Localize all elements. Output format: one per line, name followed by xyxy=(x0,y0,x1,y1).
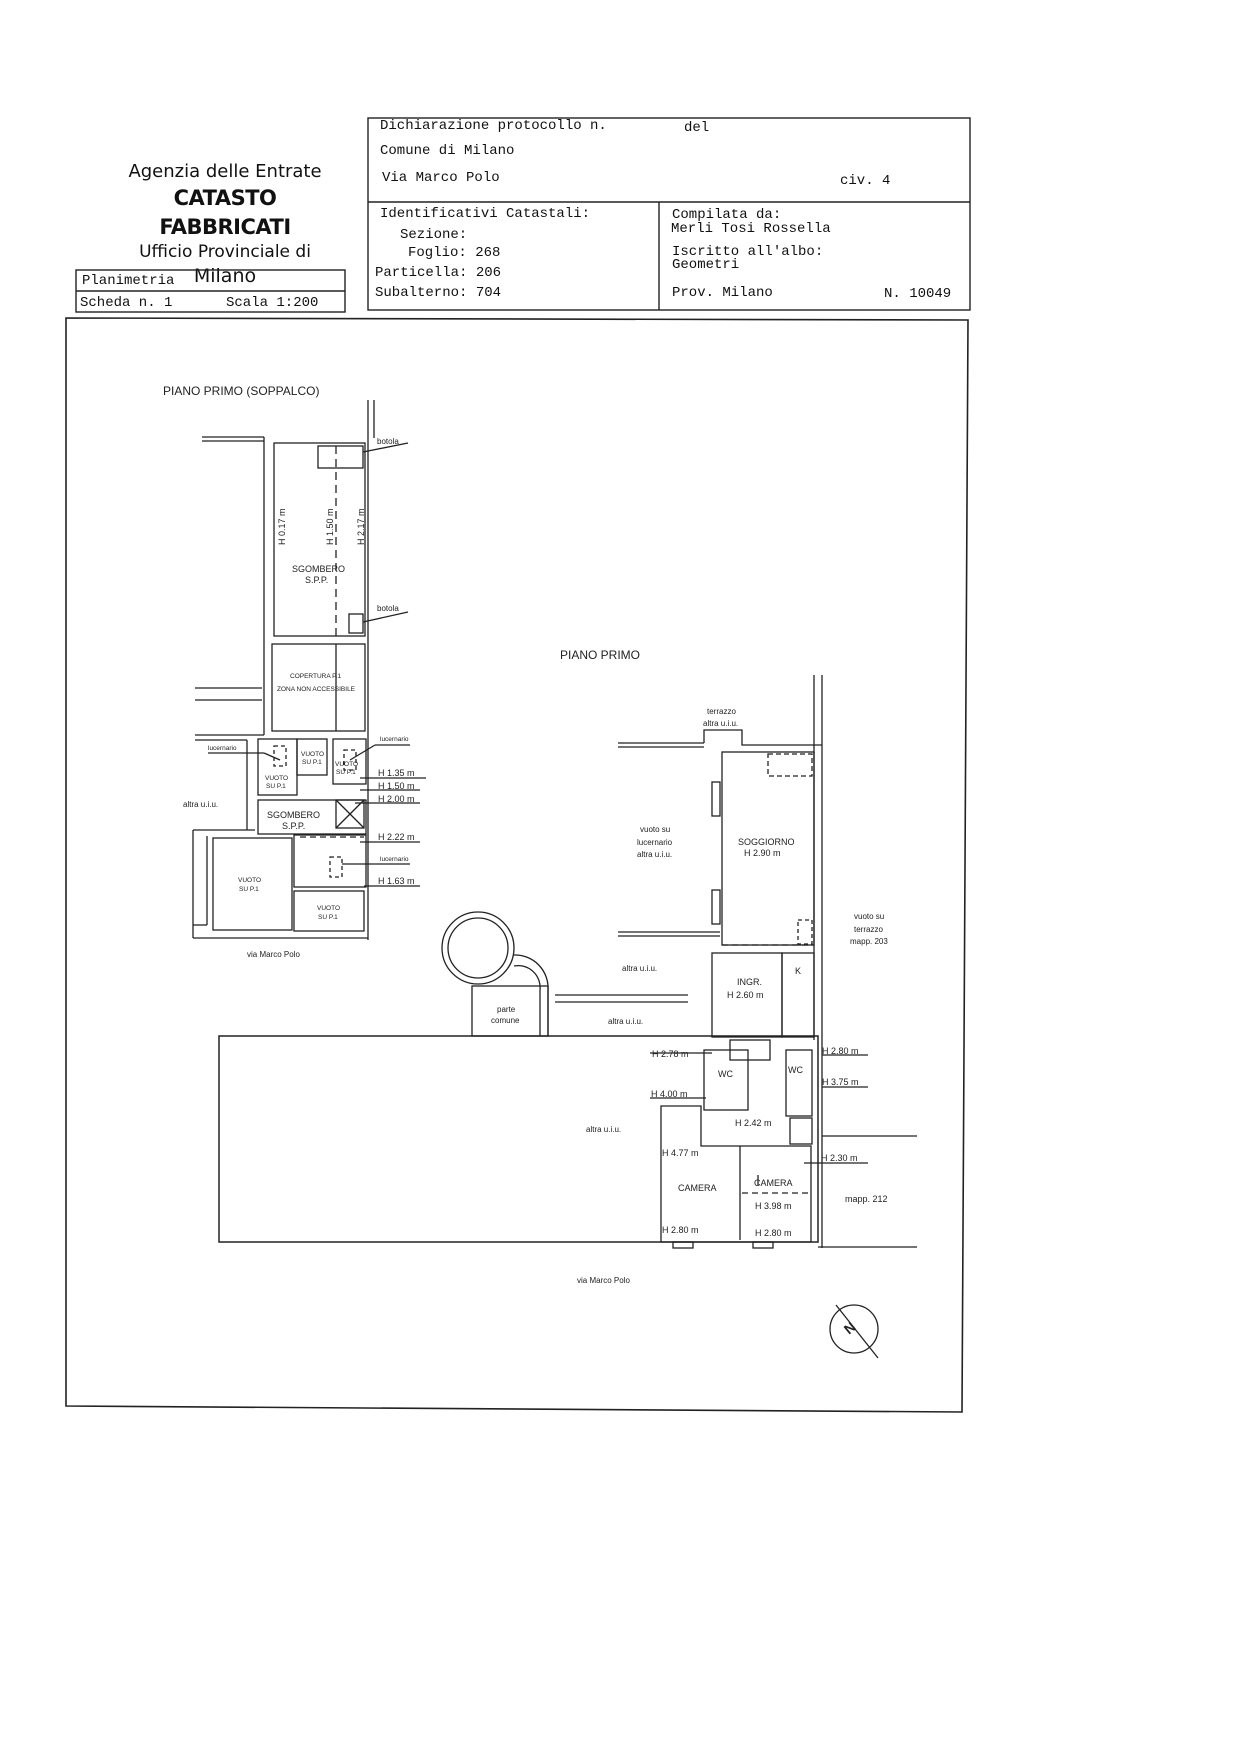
room-label: INGR. xyxy=(737,977,762,987)
height-label: H 2.80 m xyxy=(822,1046,859,1056)
label-lucernario: lucernario xyxy=(380,856,409,863)
scale: Scala 1:200 xyxy=(226,295,319,311)
sezione: Sezione: xyxy=(400,227,468,243)
room-label: S.P.P. xyxy=(282,821,305,831)
agency-name: Agenzia delle Entrate xyxy=(128,161,322,182)
room-label: VUOTO xyxy=(317,905,340,912)
room-label: CAMERA xyxy=(754,1178,793,1188)
area-label: vuoto su xyxy=(854,912,884,921)
province: Prov. Milano xyxy=(672,285,773,301)
area-label: mapp. 203 xyxy=(850,937,888,946)
room-label: SU P.1 xyxy=(336,769,356,776)
height-label: H 1.35 m xyxy=(378,768,415,778)
room-label: WC xyxy=(718,1069,733,1079)
area-label: altra u.i.u. xyxy=(703,719,738,728)
room-label: S.P.P. xyxy=(305,575,328,585)
height-label: H 3.98 m xyxy=(755,1201,792,1211)
room-label: ZONA NON ACCESSIBILE xyxy=(277,686,356,693)
comune: Comune di Milano xyxy=(380,143,515,159)
height-label: H 2.78 m xyxy=(652,1049,689,1059)
room-label: SGOMBERO xyxy=(267,810,320,820)
area-label: lucernario xyxy=(637,838,673,847)
mezzanine-plan xyxy=(192,400,426,940)
registration-number: N. 10049 xyxy=(884,286,952,302)
neighbor-label: altra u.i.u. xyxy=(608,1017,643,1026)
area-label: mapp. 212 xyxy=(845,1194,888,1204)
height-label: H 2.17 m xyxy=(356,508,366,545)
mezzanine-title: PIANO PRIMO (SOPPALCO) xyxy=(163,384,319,398)
room-label: COPERTURA P.1 xyxy=(290,673,341,680)
department-name: CATASTO FABBRICATI xyxy=(159,186,291,239)
height-label: H 1.50 m xyxy=(378,781,415,791)
compiled-by: Merli Tosi Rossella xyxy=(671,221,831,237)
label-lucernario: lucernario xyxy=(380,736,409,743)
room-label: VUOTO xyxy=(335,761,358,768)
height-label: H 2.90 m xyxy=(744,848,781,858)
particella: Particella: 206 xyxy=(375,265,502,281)
area-label: terrazzo xyxy=(707,707,736,716)
albo: Geometri xyxy=(672,257,740,273)
room-label: VUOTO xyxy=(265,775,288,782)
subalterno: Subalterno: 704 xyxy=(375,285,502,301)
neighbor-label: altra u.i.u. xyxy=(183,800,218,809)
height-label: H 2.30 m xyxy=(821,1153,858,1163)
room-label: SU P.1 xyxy=(318,914,338,921)
room-label: SGOMBERO xyxy=(292,564,345,574)
height-label: H 2.22 m xyxy=(378,832,415,842)
neighbor-label: altra u.i.u. xyxy=(586,1125,621,1134)
civic-number: civ. 4 xyxy=(840,173,891,189)
height-label: H 2.60 m xyxy=(727,990,764,1000)
declaration-date-label: del xyxy=(684,120,710,136)
area-label: comune xyxy=(491,1016,520,1025)
height-label: H 1.63 m xyxy=(378,876,415,886)
area-label: terrazzo xyxy=(854,925,883,934)
height-label: H 4.77 m xyxy=(662,1148,699,1158)
albo-label: Iscritto all'albo: xyxy=(672,244,824,260)
neighbor-label: altra u.i.u. xyxy=(622,964,657,973)
first-floor-plan xyxy=(218,675,917,1249)
height-label: H 0.17 m xyxy=(277,508,287,545)
height-label: H 2.00 m xyxy=(378,794,415,804)
street-label: via Marco Polo xyxy=(577,1276,630,1285)
room-label: K xyxy=(795,966,801,976)
room-label: SU P.1 xyxy=(266,783,286,790)
height-label: H 1.50 m xyxy=(325,508,335,545)
room-label: VUOTO xyxy=(301,751,324,758)
label-lucernario: lucernario xyxy=(208,745,237,752)
north-label: N xyxy=(841,1319,859,1338)
room-label: CAMERA xyxy=(678,1183,717,1193)
identifiers-title: Identificativi Catastali: xyxy=(380,206,591,222)
north-arrow-icon xyxy=(829,1304,879,1359)
doc-type: Planimetria xyxy=(82,273,175,289)
label-botola: botola xyxy=(377,437,399,446)
label-botola: botola xyxy=(377,604,399,613)
area-label: parte xyxy=(497,1005,516,1014)
foglio: Foglio: 268 xyxy=(408,245,501,261)
height-label: H 2.42 m xyxy=(735,1118,772,1128)
room-label: SOGGIORNO xyxy=(738,837,795,847)
street-label: via Marco Polo xyxy=(247,950,300,959)
height-label: H 4.00 m xyxy=(651,1089,688,1099)
area-label: altra u.i.u. xyxy=(637,850,672,859)
compiled-by-label: Compilata da: xyxy=(672,207,782,223)
room-label: WC xyxy=(788,1065,803,1075)
room-label: VUOTO xyxy=(238,877,261,884)
room-label: SU P.1 xyxy=(239,886,259,893)
room-label: SU P.1 xyxy=(302,759,322,766)
height-label: H 3.75 m xyxy=(822,1077,859,1087)
declaration-label: Dichiarazione protocollo n. xyxy=(380,118,607,134)
header-frames xyxy=(65,117,971,1413)
scheda-number: Scheda n. 1 xyxy=(80,295,173,311)
area-label: vuoto su xyxy=(640,825,670,834)
height-label: H 2.80 m xyxy=(755,1228,792,1238)
height-label: H 2.80 m xyxy=(662,1225,699,1235)
office-name: Ufficio Provinciale di xyxy=(139,241,311,262)
address: Via Marco Polo xyxy=(382,170,500,186)
first-floor-title: PIANO PRIMO xyxy=(560,648,640,662)
